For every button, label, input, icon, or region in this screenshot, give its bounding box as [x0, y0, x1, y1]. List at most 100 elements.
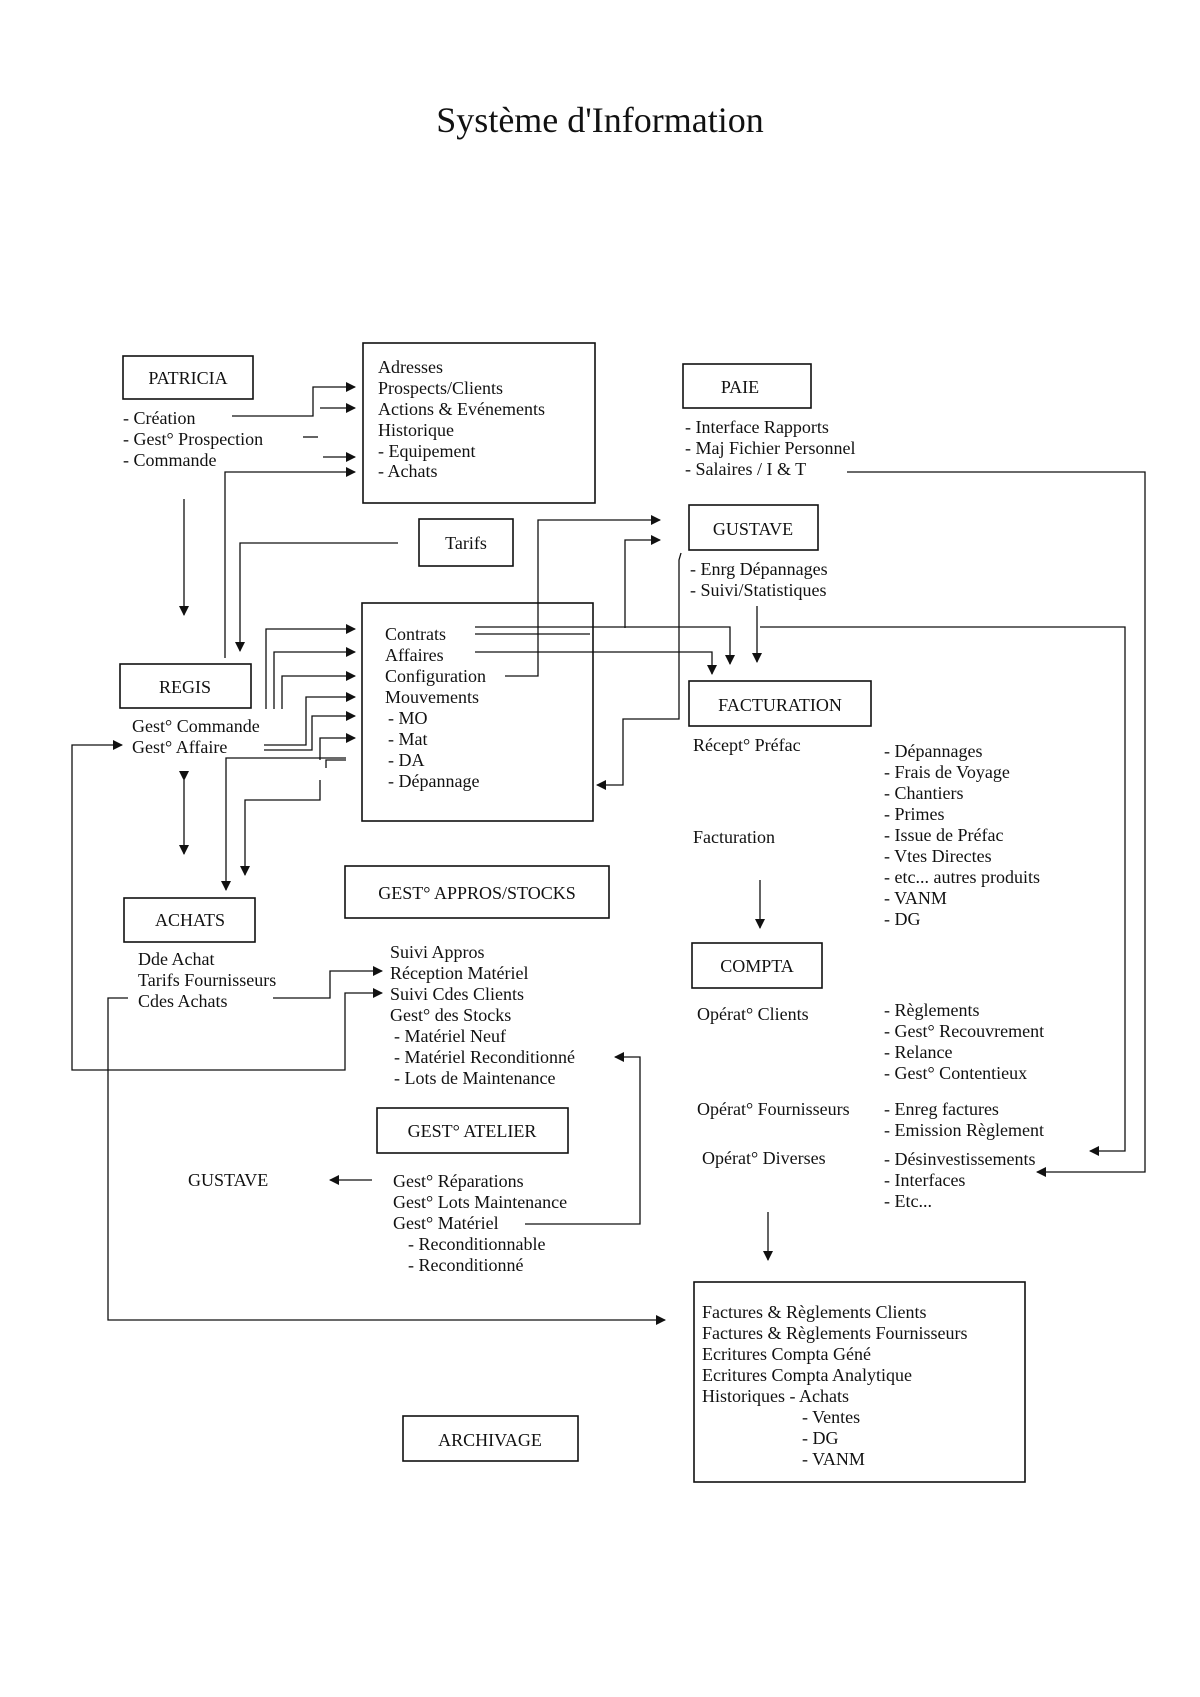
achats-item: Dde Achat — [138, 949, 214, 969]
svg-text:- Désinvestissements: - Désinvestissements — [884, 1149, 1035, 1169]
facturation-box — [688, 680, 872, 727]
svg-text:- Ventes: - Ventes — [802, 1407, 860, 1427]
patricia-item: - Gest° Prospection — [123, 429, 263, 449]
svg-text:Gest° des Stocks: Gest° des Stocks — [390, 1005, 511, 1025]
flow-arrow — [475, 626, 735, 665]
appros-label: GEST° APPROS/STOCKS — [378, 883, 575, 903]
paie-item: - Interface Rapports — [685, 417, 829, 437]
patricia-box — [122, 355, 254, 400]
flow-arrow — [273, 966, 383, 999]
atelier-target-gustave: GUSTAVE — [188, 1170, 268, 1190]
flow-arrow — [760, 626, 1126, 1156]
gustave-item: - Enrg Dépannages — [690, 559, 828, 579]
archive-database-box — [693, 1281, 1026, 1483]
svg-text:- Matériel Neuf: - Matériel Neuf — [394, 1026, 506, 1046]
svg-text:Historiques - Achats: Historiques - Achats — [702, 1386, 849, 1406]
gustave-item: - Suivi/Statistiques — [690, 580, 827, 600]
svg-text:- DG: - DG — [884, 909, 921, 929]
archivage-box — [402, 1415, 579, 1462]
flow-arrow — [525, 1052, 641, 1225]
svg-text:Suivi Cdes Clients: Suivi Cdes Clients — [390, 984, 524, 1004]
flow-arrow — [240, 780, 321, 876]
paie-item: - Salaires / I & T — [685, 459, 806, 479]
svg-text:- Règlements: - Règlements — [884, 1000, 979, 1020]
archive-database-items: Factures & Règlements Clients Factures &… — [702, 1302, 967, 1469]
svg-text:- Emission Règlement: - Emission Règlement — [884, 1120, 1044, 1140]
paie-label: PAIE — [721, 377, 759, 397]
appros-items: Suivi Appros Réception Matériel Suivi Cd… — [390, 942, 575, 1088]
svg-text:- VANM: - VANM — [802, 1449, 865, 1469]
svg-text:Ecritures Compta Géné: Ecritures Compta Géné — [702, 1344, 871, 1364]
svg-text:- Issue de Préfac: - Issue de Préfac — [884, 825, 1003, 845]
compta-label: COMPTA — [720, 956, 794, 976]
facturation-left-item: Récept° Préfac — [693, 735, 801, 755]
achats-box — [123, 897, 256, 943]
svg-text:Configuration: Configuration — [385, 666, 486, 686]
paie-item: - Maj Fichier Personnel — [685, 438, 855, 458]
compta-box — [691, 942, 823, 989]
flow-arrow — [264, 711, 356, 751]
svg-text:- VANM: - VANM — [884, 888, 947, 908]
svg-text:- Gest° Contentieux: - Gest° Contentieux — [884, 1063, 1027, 1083]
svg-text:- Reconditionné: - Reconditionné — [408, 1255, 523, 1275]
achats-label: ACHATS — [155, 910, 225, 930]
gustave-label: GUSTAVE — [713, 519, 793, 539]
compta-group-label: Opérat° Fournisseurs — [697, 1099, 850, 1119]
flow-arrow — [596, 552, 682, 790]
svg-text:- Gest° Recouvrement: - Gest° Recouvrement — [884, 1021, 1044, 1041]
svg-text:- MO: - MO — [388, 708, 428, 728]
svg-text:- Mat: - Mat — [388, 729, 428, 749]
regis-item: Gest° Commande — [132, 716, 260, 736]
flow-arrow — [264, 692, 356, 746]
svg-text:Adresses: Adresses — [378, 357, 443, 377]
atelier-label: GEST° ATELIER — [408, 1121, 537, 1141]
svg-text:- Achats: - Achats — [378, 461, 437, 481]
svg-text:- Reconditionnable: - Reconditionnable — [408, 1234, 545, 1254]
regis-box — [119, 663, 252, 709]
gustave-box — [688, 504, 819, 551]
achats-item: Cdes Achats — [138, 991, 228, 1011]
paie-box — [682, 363, 812, 409]
client-database-items: Adresses Prospects/Clients Actions & Evé… — [378, 357, 545, 481]
svg-text:Historique: Historique — [378, 420, 454, 440]
facturation-label: FACTURATION — [718, 695, 842, 715]
svg-text:- Lots de Maintenance: - Lots de Maintenance — [394, 1068, 555, 1088]
flow-arrow — [505, 515, 661, 677]
flow-arrow — [273, 647, 356, 709]
svg-text:Suivi Appros: Suivi Appros — [390, 942, 485, 962]
svg-text:Gest° Lots Maintenance: Gest° Lots Maintenance — [393, 1192, 567, 1212]
svg-text:- Vtes Directes: - Vtes Directes — [884, 846, 992, 866]
svg-text:- Equipement: - Equipement — [378, 441, 475, 461]
achats-item: Tarifs Fournisseurs — [138, 970, 276, 990]
appros-box — [344, 865, 610, 919]
svg-text:- etc... autres produits: - etc... autres produits — [884, 867, 1040, 887]
flow-arrow — [232, 382, 356, 417]
patricia-item: - Commande — [123, 450, 216, 470]
flow-arrow — [71, 740, 123, 1071]
flow-arrow — [118, 988, 383, 1071]
flow-arrow — [325, 759, 346, 768]
svg-text:- Dépannages: - Dépannages — [884, 741, 982, 761]
compta-group-items: - Désinvestissements - Interfaces - Etc.… — [884, 1149, 1035, 1211]
svg-text:- Chantiers: - Chantiers — [884, 783, 963, 803]
svg-text:Factures & Règlements Fourniss: Factures & Règlements Fournisseurs — [702, 1323, 967, 1343]
flow-arrow — [265, 624, 356, 709]
flow-arrow — [107, 997, 666, 1325]
svg-text:- DG: - DG — [802, 1428, 839, 1448]
svg-text:Affaires: Affaires — [385, 645, 444, 665]
svg-text:Prospects/Clients: Prospects/Clients — [378, 378, 503, 398]
svg-text:- DA: - DA — [388, 750, 425, 770]
svg-text:Ecritures Compta Analytique: Ecritures Compta Analytique — [702, 1365, 912, 1385]
svg-text:Actions & Evénements: Actions & Evénements — [378, 399, 545, 419]
contracts-database-box — [361, 602, 594, 822]
compta-group-label: Opérat° Clients — [697, 1004, 809, 1024]
tarifs-box — [418, 518, 514, 567]
svg-text:- Matériel Reconditionné: - Matériel Reconditionné — [394, 1047, 575, 1067]
archivage-label: ARCHIVAGE — [438, 1430, 542, 1450]
svg-text:Réception Matériel: Réception Matériel — [390, 963, 528, 983]
svg-text:Mouvements: Mouvements — [385, 687, 479, 707]
svg-text:Factures & Règlements Clients: Factures & Règlements Clients — [702, 1302, 926, 1322]
regis-item: Gest° Affaire — [132, 737, 227, 757]
flow-arrow — [319, 733, 356, 760]
